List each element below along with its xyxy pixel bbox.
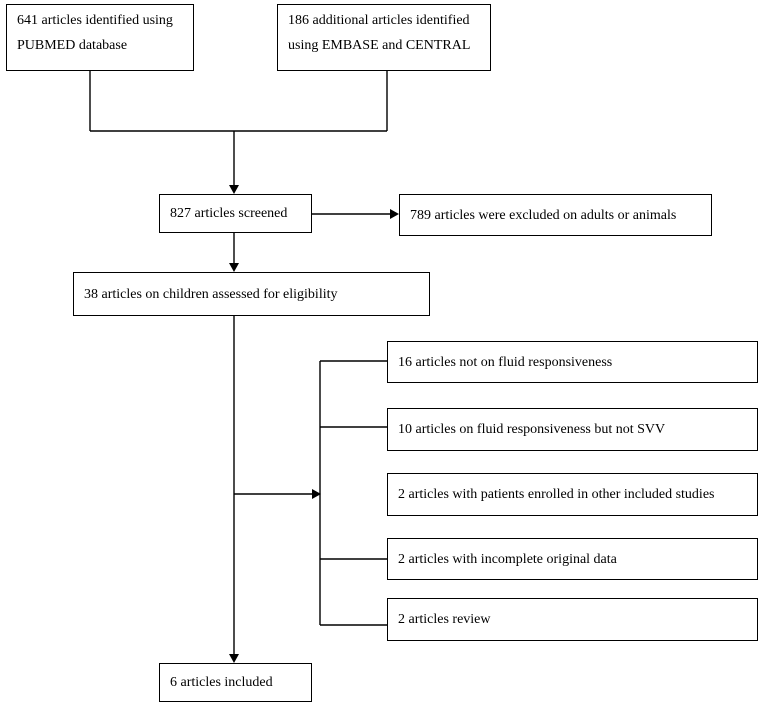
- arrow-head-to-screened: [229, 185, 239, 194]
- arrow-head-to-included: [229, 654, 239, 663]
- screened-box: 827 articles screened: [159, 194, 312, 233]
- other-sources-line-2: using EMBASE and CENTRAL: [288, 38, 471, 53]
- screened-label: 827 articles screened: [170, 206, 288, 221]
- excluded-screen-box: 789 articles were excluded on adults or …: [399, 194, 712, 236]
- exclusion-label-2: 10 articles on fluid responsiveness but …: [398, 422, 666, 437]
- exclusion-label-5: 2 articles review: [398, 612, 491, 627]
- other-sources-line-1: 186 additional articles identified: [288, 13, 470, 28]
- arrow-head-to-exclusions: [312, 489, 321, 499]
- exclusion-box-3: 2 articles with patients enrolled in oth…: [387, 473, 758, 516]
- pubmed-box: 641 articles identified using PUBMED dat…: [6, 4, 194, 71]
- exclusion-label-1: 16 articles not on fluid responsiveness: [398, 354, 613, 370]
- arrow-head-to-excluded: [390, 209, 399, 219]
- other-sources-box: 186 additional articles identified using…: [277, 4, 491, 71]
- exclusion-box-5: 2 articles review: [387, 598, 758, 641]
- included-box: 6 articles included: [159, 663, 312, 702]
- eligibility-label: 38 articles on children assessed for eli…: [84, 286, 338, 302]
- exclusion-label-3: 2 articles with patients enrolled in oth…: [398, 487, 715, 502]
- exclusion-box-2: 10 articles on fluid responsiveness but …: [387, 408, 758, 451]
- arrow-head-to-eligibility: [229, 263, 239, 272]
- excluded-screen-label: 789 articles were excluded on adults or …: [410, 207, 677, 223]
- exclusion-box-4: 2 articles with incomplete original data: [387, 538, 758, 580]
- exclusion-box-1: 16 articles not on fluid responsiveness: [387, 341, 758, 383]
- exclusion-label-4: 2 articles with incomplete original data: [398, 551, 617, 567]
- pubmed-line-2: PUBMED database: [17, 38, 128, 53]
- included-label: 6 articles included: [170, 675, 273, 690]
- eligibility-box: 38 articles on children assessed for eli…: [73, 272, 430, 316]
- pubmed-line-1: 641 articles identified using: [17, 13, 173, 28]
